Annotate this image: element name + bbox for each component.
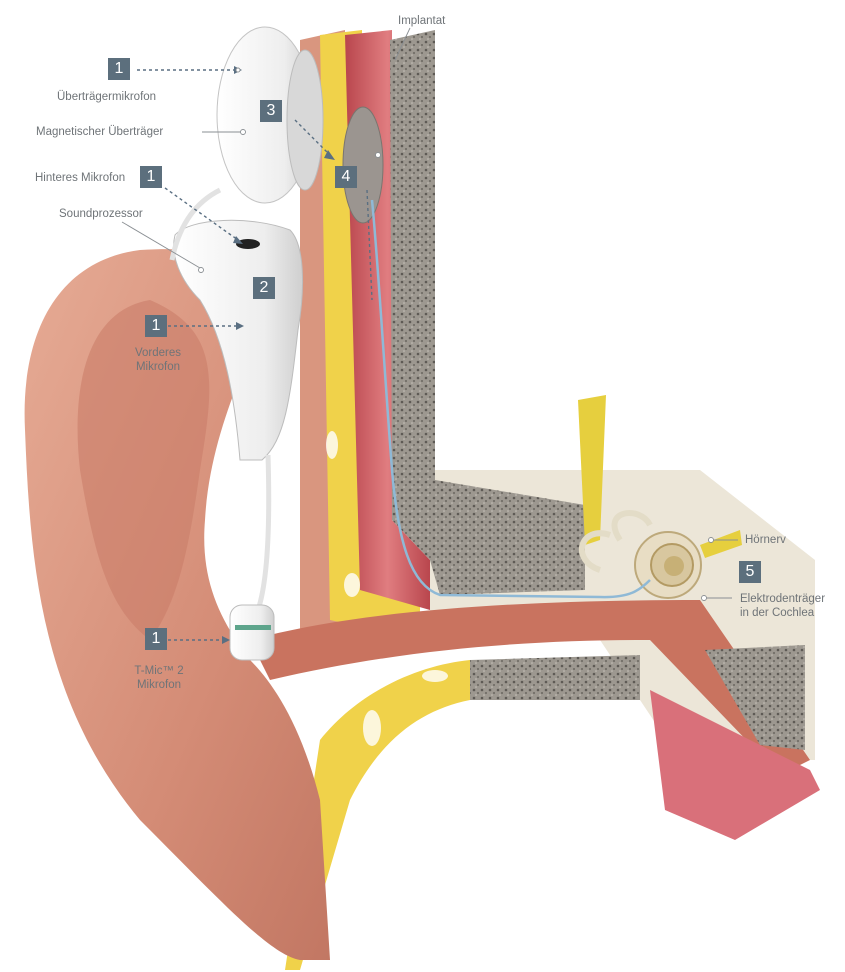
dashed-arrows	[137, 69, 373, 641]
label-elektrodentraeger: Elektrodenträger in der Cochlea	[740, 592, 825, 620]
fat-cell	[363, 710, 381, 746]
bone-shelf	[430, 560, 585, 595]
facial-nerve	[578, 395, 606, 545]
label-tmic-line2: Mikrofon	[136, 679, 182, 691]
label-soundprozessor: Soundprozessor	[59, 208, 143, 220]
badge-front-microphone: 1	[145, 315, 167, 337]
label-magnetischer-uebertraeger: Magnetischer Überträger	[36, 126, 164, 138]
badge-transmitter: 3	[260, 100, 282, 122]
arrow-heads	[222, 66, 335, 644]
rear-mic-port	[236, 239, 260, 249]
badge-tmic-microphone: 1	[145, 628, 167, 650]
label-uebertraegermikrofon: Überträgermikrofon	[57, 91, 157, 103]
badge-sound-processor: 2	[253, 277, 275, 299]
transmitter-cable	[169, 187, 222, 261]
fat-cell	[326, 431, 338, 459]
lower-fat	[285, 660, 470, 970]
helix-inner	[77, 300, 210, 640]
leader-lines	[121, 27, 738, 599]
ear-canal	[250, 600, 810, 775]
implant-receiver	[342, 106, 384, 224]
badge-transmitter-microphone: 1	[108, 58, 130, 80]
skull-bone	[390, 30, 585, 560]
label-implantat: Implantat	[398, 15, 446, 27]
right-bone	[705, 645, 805, 750]
lower-bone	[470, 655, 640, 700]
label-tmic: T-Mic™ 2 Mikrofon	[127, 664, 191, 692]
label-elektrodentraeger-line2: in der Cochlea	[740, 607, 815, 619]
badge-electrode: 5	[739, 561, 761, 583]
badge-implant: 4	[335, 166, 357, 188]
transmitter-back	[286, 49, 324, 191]
label-hinteres-mikrofon: Hinteres Mikrofon	[35, 172, 126, 184]
electrode-lead	[370, 199, 651, 599]
label-hoernerv: Hörnerv	[745, 534, 786, 546]
tmic-ring	[235, 625, 271, 630]
fat-cell	[422, 670, 448, 682]
leader-dots	[198, 67, 714, 601]
fan-muscle	[650, 690, 820, 840]
tmic-cable	[255, 454, 272, 611]
label-vorderes-line2: Mikrofon	[135, 361, 181, 373]
semicircular-canal	[578, 510, 653, 573]
badge-rear-microphone: 1	[140, 166, 162, 188]
label-elektrodentraeger-line1: Elektrodenträger	[740, 593, 826, 605]
tmic-body	[229, 604, 275, 661]
label-vorderes-line1: Vorderes	[134, 347, 182, 359]
label-vorderes-mikrofon: Vorderes Mikrofon	[128, 346, 188, 374]
fat-cell	[344, 573, 360, 597]
hearing-nerve-bundle	[700, 530, 742, 558]
label-tmic-line1: T-Mic™ 2	[134, 665, 184, 677]
